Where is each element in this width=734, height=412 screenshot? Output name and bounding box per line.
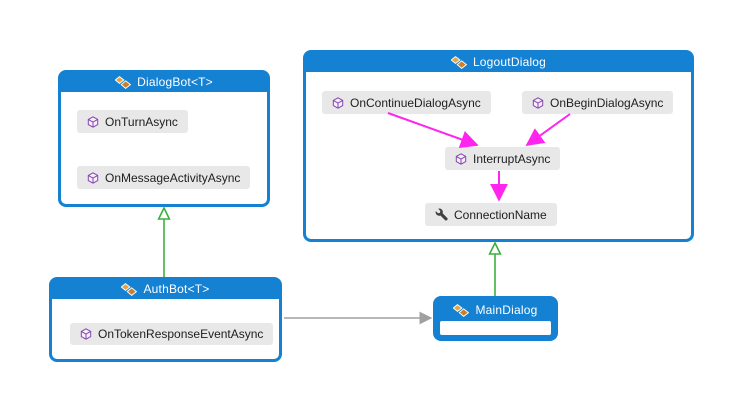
method-icon <box>80 328 92 340</box>
property-wrench-icon <box>435 208 448 221</box>
edge-inheritance-maindialog-to-logoutdialog <box>488 241 502 296</box>
method-icon <box>87 115 99 128</box>
node-header-logoutdialog: LogoutDialog <box>305 52 692 72</box>
empty-member-area <box>440 321 551 335</box>
member-onbegindialogasync[interactable]: OnBeginDialogAsync <box>522 91 674 114</box>
class-node-logoutdialog[interactable]: LogoutDialog OnContinueDialogAsync OnBeg… <box>303 50 694 242</box>
method-icon <box>532 96 544 109</box>
member-label: OnMessageActivityAsync <box>105 170 241 185</box>
node-header-maindialog: MainDialog <box>433 296 558 320</box>
member-onturnasync[interactable]: OnTurnAsync <box>77 110 188 133</box>
node-header-authbot: AuthBot<T> <box>51 279 280 299</box>
member-label: OnTokenResponseEventAsync <box>98 327 264 341</box>
node-title: DialogBot<T> <box>137 75 213 89</box>
class-node-authbot[interactable]: AuthBot<T> OnTokenResponseEventAsync <box>49 277 282 362</box>
edge-inheritance-authbot-to-dialogbot <box>157 206 171 277</box>
node-header-dialogbot: DialogBot<T> <box>60 72 268 92</box>
member-label: OnContinueDialogAsync <box>350 95 481 110</box>
class-node-maindialog[interactable]: MainDialog <box>433 296 558 341</box>
class-icon <box>115 75 132 89</box>
node-title: LogoutDialog <box>472 55 547 69</box>
class-node-dialogbot[interactable]: DialogBot<T> OnTurnAsync OnMessageActivi… <box>58 70 270 207</box>
member-label: OnBeginDialogAsync <box>550 95 664 110</box>
node-title: AuthBot<T> <box>143 282 210 296</box>
member-interruptasync[interactable]: InterruptAsync <box>445 147 561 170</box>
member-onmessageactivityasync[interactable]: OnMessageActivityAsync <box>77 166 251 189</box>
member-oncontinuedialogasync[interactable]: OnContinueDialogAsync <box>322 91 491 114</box>
member-label: ConnectionName <box>454 207 547 222</box>
method-icon <box>455 152 467 165</box>
class-icon <box>453 303 470 317</box>
class-icon <box>450 55 467 69</box>
member-label: InterruptAsync <box>473 151 551 166</box>
node-title: MainDialog <box>475 303 538 317</box>
class-icon <box>121 282 138 296</box>
member-connectionname[interactable]: ConnectionName <box>425 203 557 226</box>
method-icon <box>332 96 344 109</box>
method-icon <box>87 171 99 184</box>
member-label: OnTurnAsync <box>105 114 178 129</box>
member-ontokenresponseeventasync[interactable]: OnTokenResponseEventAsync <box>70 323 274 345</box>
